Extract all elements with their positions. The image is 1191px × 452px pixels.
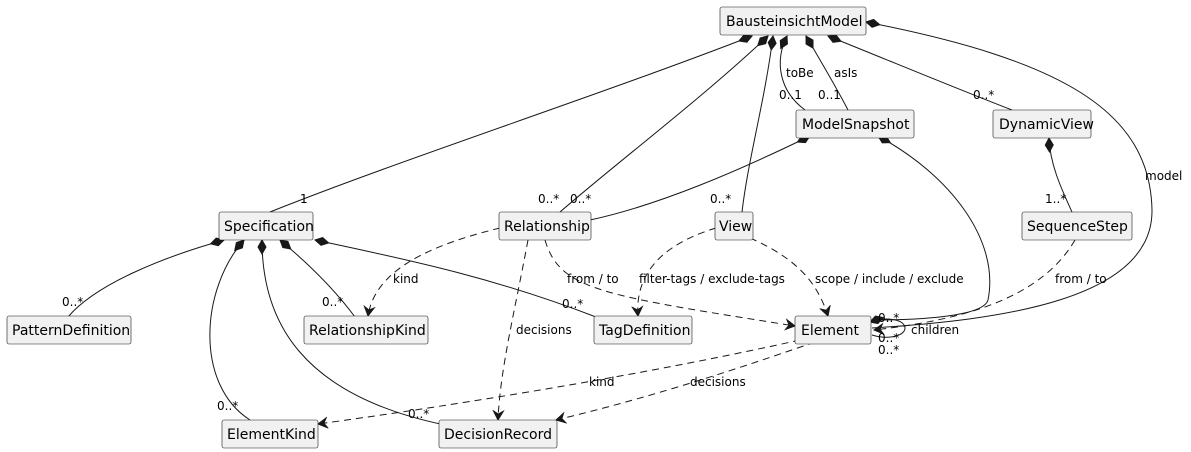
class-label: Specification (224, 219, 314, 235)
label-tobe: toBe (786, 66, 814, 80)
mult-elementkind: 0..* (217, 399, 238, 413)
edge-sequencestep-element (874, 239, 1076, 330)
edge-snapshot-element (871, 135, 991, 321)
edge-snapshot-relationship (589, 134, 811, 221)
edge-relationship-decisionrecord (498, 239, 529, 420)
edge-model-specification (269, 34, 753, 213)
label-kind-element: kind (589, 375, 615, 389)
class-view[interactable]: View (714, 211, 754, 241)
mult-sequencestep: 1..* (1045, 192, 1066, 206)
mult-element-children-a: 0..* (878, 331, 899, 345)
mult-specification: 1 (300, 192, 308, 206)
edge-view-element (749, 237, 828, 316)
class-label: ModelSnapshot (802, 117, 910, 133)
class-decision-record[interactable]: DecisionRecord (438, 419, 558, 449)
mult-tagdefinition: 0..* (562, 297, 583, 311)
edge-model-snapshot-tobe (779, 35, 806, 111)
edge-relationship-element (544, 239, 795, 326)
edge-dynamicview-sequencestep (1044, 136, 1073, 213)
label-decisions-relationship: decisions (516, 323, 572, 337)
class-specification[interactable]: Specification (218, 211, 314, 241)
class-label: Relationship (504, 219, 590, 235)
edge-relationship-kind (368, 227, 501, 316)
label-model: model (1145, 169, 1182, 183)
class-tag-definition[interactable]: TagDefinition (593, 315, 693, 345)
class-label: ElementKind (227, 427, 316, 443)
label-filter-tags: filter-tags / exclude-tags (639, 272, 785, 286)
class-label: View (719, 219, 752, 235)
edge-model-dynamicview (827, 34, 1013, 111)
edge-element-children (869, 315, 906, 338)
label-from-to-step: from / to (1055, 272, 1107, 286)
mult-tobe: 0..1 (779, 88, 802, 102)
class-sequence-step[interactable]: SequenceStep (1021, 211, 1133, 241)
label-asis: asIs (834, 66, 857, 80)
edge-model-element (865, 18, 1153, 329)
class-label: RelationshipKind (309, 323, 426, 339)
class-relationship[interactable]: Relationship (498, 211, 592, 241)
mult-view: 0..* (710, 192, 731, 206)
class-label: Element (801, 323, 859, 339)
class-relationship-kind[interactable]: RelationshipKind (303, 315, 429, 345)
mult-patterndefinition: 0..* (62, 295, 83, 309)
class-label: SequenceStep (1027, 219, 1128, 235)
label-decisions-element: decisions (690, 375, 746, 389)
class-label: BausteinsichtModel (726, 14, 863, 30)
edge-spec-pattern (67, 237, 225, 318)
edge-model-snapshot-asis (805, 35, 849, 111)
mult-relationshipkind: 0..* (322, 295, 343, 309)
mult-relationship-model: 0..* (538, 192, 559, 206)
edge-element-decisionrecord (556, 341, 816, 420)
class-element[interactable]: Element (794, 315, 872, 345)
mult-relationship-snapshot: 0..* (570, 192, 591, 206)
class-label: DynamicView (999, 117, 1094, 133)
label-from-to-relationship: from / to (567, 272, 619, 286)
edge-element-elementkind (318, 339, 801, 424)
mult-dynamicview: 0..* (973, 88, 994, 102)
mult-element-children-b: 0..* (878, 343, 899, 357)
mult-element-model: 0..* (878, 311, 899, 325)
label-scope: scope / include / exclude (815, 272, 964, 286)
class-dynamic-view[interactable]: DynamicView (992, 109, 1094, 139)
class-element-kind[interactable]: ElementKind (221, 419, 319, 449)
class-bausteinsicht-model[interactable]: BausteinsichtModel (719, 6, 867, 36)
class-label: PatternDefinition (12, 323, 130, 339)
class-pattern-definition[interactable]: PatternDefinition (6, 315, 132, 345)
class-label: DecisionRecord (444, 427, 552, 443)
edge-spec-relationshipkind (279, 239, 356, 318)
edge-model-view (741, 35, 777, 213)
mult-asis: 0..1 (818, 88, 841, 102)
edge-spec-decisionrecord (257, 238, 446, 426)
edge-spec-elementkind (209, 239, 251, 421)
label-kind-relationship: kind (393, 272, 419, 286)
class-model-snapshot[interactable]: ModelSnapshot (795, 109, 915, 139)
label-children: children (911, 323, 959, 337)
edge-model-relationship (559, 35, 769, 213)
class-label: TagDefinition (598, 323, 691, 339)
edge-view-tagdefinition (638, 227, 717, 316)
edge-spec-tagdefinition (314, 236, 597, 318)
mult-decisionrecord: 0..* (408, 407, 429, 421)
